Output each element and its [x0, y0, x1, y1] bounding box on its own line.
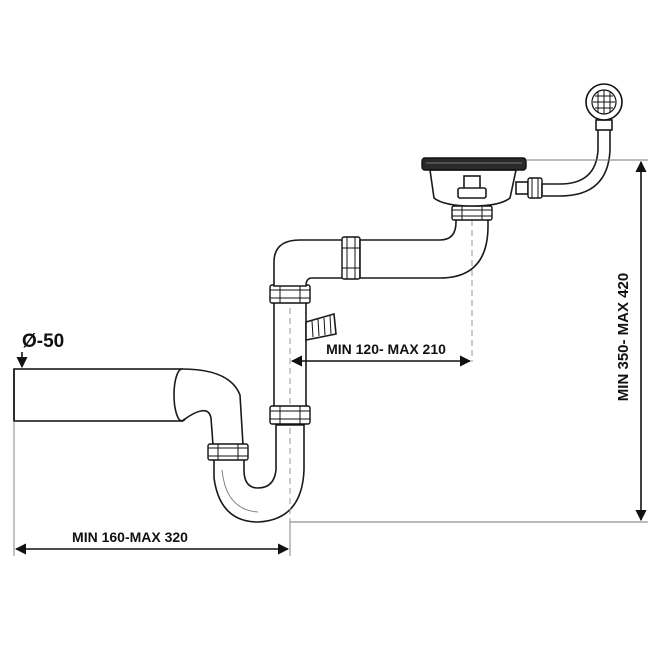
dimension-drain: MIN 120- MAX 210 — [290, 341, 472, 367]
horizontal-nut — [341, 236, 361, 280]
dimension-vertical-label: MIN 350- MAX 420 — [615, 273, 632, 401]
overflow-hose — [541, 127, 611, 197]
diameter-label: Ø-50 — [22, 331, 64, 352]
basket-strainer — [421, 157, 527, 207]
vertical-riser — [273, 297, 307, 522]
diameter-callout: Ø-50 — [16, 331, 64, 369]
extension-lines — [13, 159, 648, 556]
riser-nut-upper — [269, 284, 311, 304]
outlet-pipe — [13, 368, 244, 446]
side-inlet-stub — [305, 312, 337, 341]
waste-nut — [451, 205, 493, 221]
overflow-grille-icon — [585, 83, 623, 131]
upper-elbow — [273, 239, 347, 287]
trap-nut-left — [207, 443, 249, 461]
u-trap — [213, 424, 305, 523]
dimension-vertical: MIN 350- MAX 420 — [615, 160, 647, 522]
riser-nut-lower — [269, 405, 311, 425]
overflow-connector — [515, 177, 543, 199]
dimension-outlet: MIN 160-MAX 320 — [14, 529, 290, 555]
dimension-outlet-label: MIN 160-MAX 320 — [72, 529, 188, 545]
dimension-drain-label: MIN 120- MAX 210 — [326, 341, 446, 357]
horizontal-pipe — [359, 217, 489, 279]
